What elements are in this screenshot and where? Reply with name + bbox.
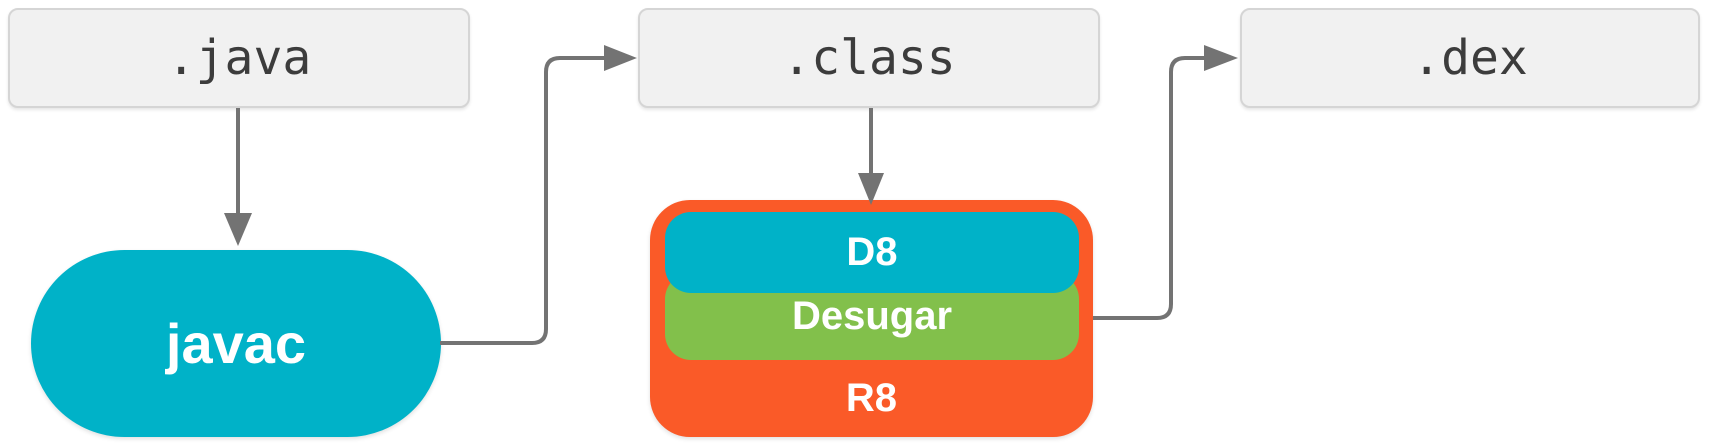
arrow-r8-to-dex-arrowhead <box>1204 45 1238 71</box>
node-javac-label: javac <box>165 312 307 375</box>
node-dex-file: .dex <box>1240 8 1700 108</box>
arrow-javac-to-class-arrowhead <box>604 45 637 71</box>
node-javac: javac <box>31 250 441 437</box>
node-d8: D8 <box>665 212 1079 293</box>
node-java-file: .java <box>8 8 470 108</box>
node-r8-group: D8 Desugar R8 <box>650 200 1093 437</box>
node-dex-file-label: .dex <box>1412 30 1528 86</box>
node-java-file-label: .java <box>166 30 312 86</box>
node-class-file: .class <box>638 8 1100 108</box>
node-desugar-label: Desugar <box>791 294 953 338</box>
arrow-java-to-javac-arrowhead <box>224 213 252 246</box>
node-d8-label: D8 <box>846 230 898 274</box>
node-r8-label: R8 <box>845 376 898 420</box>
arrow-r8-to-dex-line <box>1093 56 1206 320</box>
node-class-file-label: .class <box>782 30 956 86</box>
